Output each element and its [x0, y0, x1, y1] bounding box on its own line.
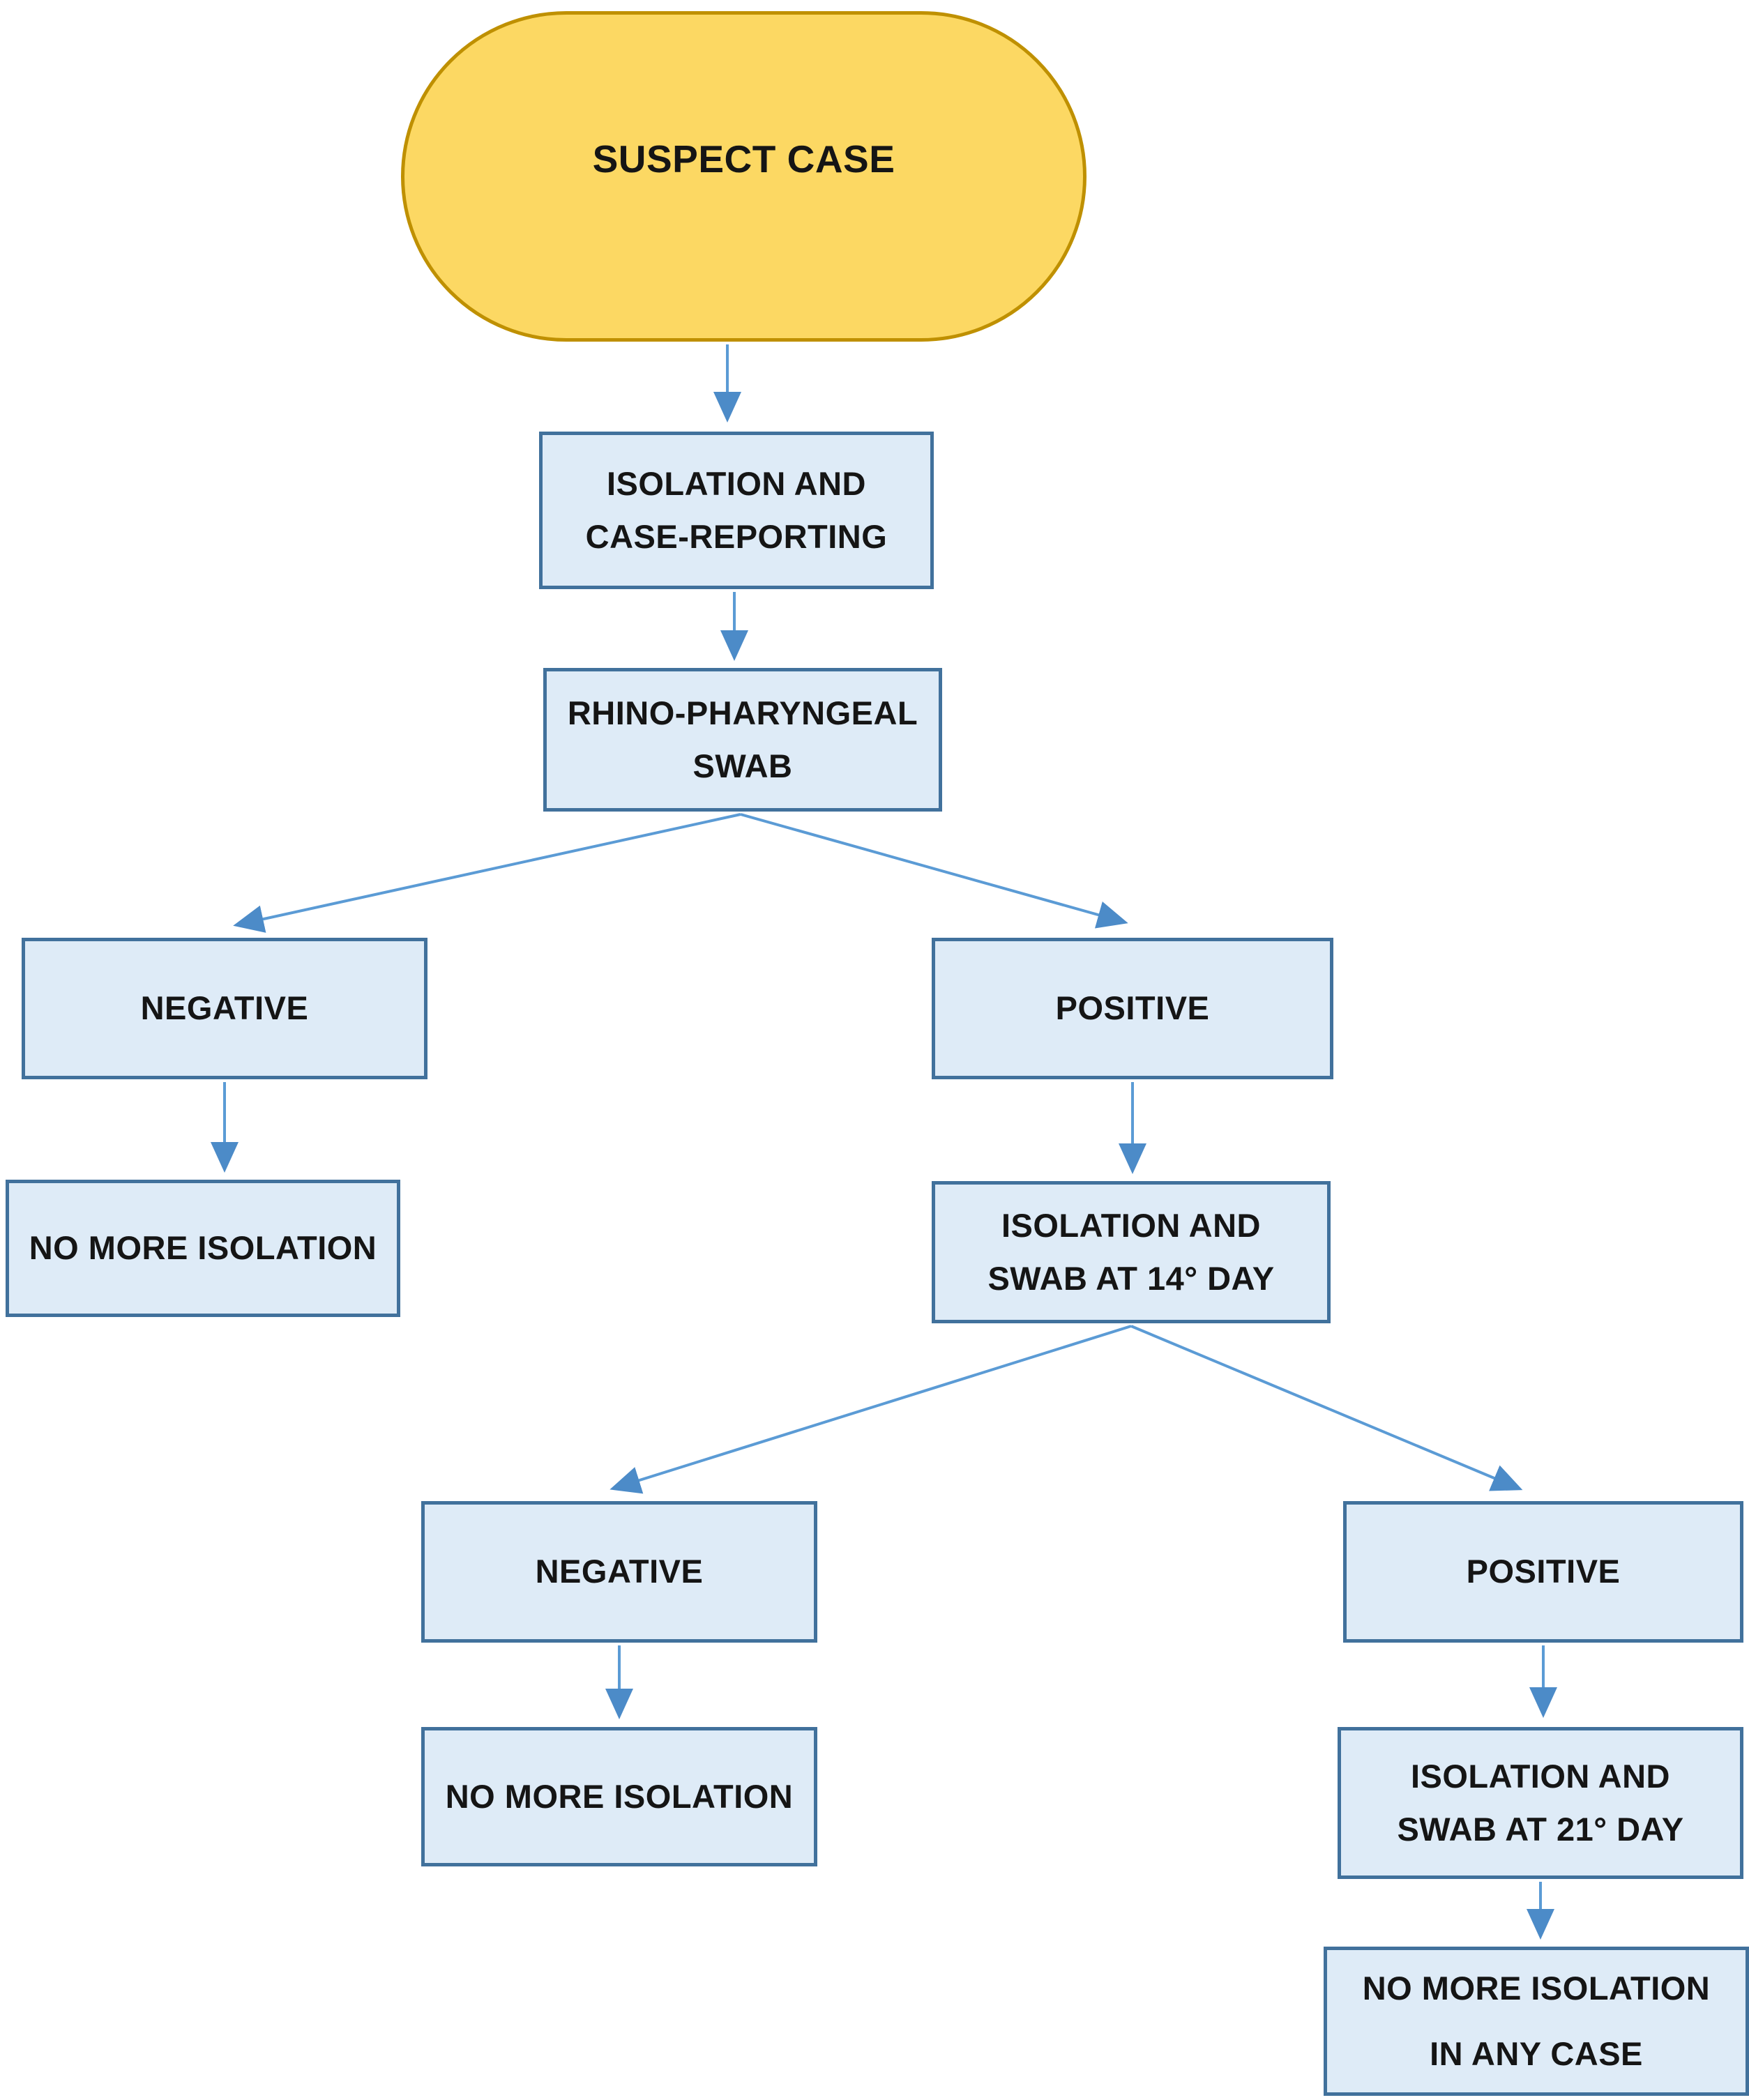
node-negative-second: NEGATIVE — [421, 1501, 817, 1643]
edge-swab-to-negative1 — [233, 813, 741, 933]
node-negative-first: NEGATIVE — [22, 938, 427, 1079]
node-isolation-and-case-reporting: ISOLATION AND CASE-REPORTING — [539, 432, 934, 589]
node-rhino-pharyngeal-swab: RHINO-PHARYNGEAL SWAB — [543, 668, 942, 812]
node-no-more-isolation-in-any-case: NO MORE ISOLATION IN ANY CASE — [1324, 1947, 1749, 2096]
node-isolation-and-swab-21-day: ISOLATION AND SWAB AT 21° DAY — [1338, 1727, 1743, 1879]
node-suspect-case: SUSPECT CASE — [401, 11, 1086, 342]
edge-swab14-to-negative2 — [610, 1325, 1132, 1494]
node-positive-second: POSITIVE — [1343, 1501, 1743, 1643]
node-positive-first: POSITIVE — [932, 938, 1333, 1079]
node-no-more-isolation-first: NO MORE ISOLATION — [6, 1180, 400, 1317]
node-no-more-isolation-second: NO MORE ISOLATION — [421, 1727, 817, 1866]
edge-swab14-to-positive2 — [1130, 1325, 1523, 1491]
edge-swab-to-positive1 — [740, 813, 1128, 929]
node-isolation-and-swab-14-day: ISOLATION AND SWAB AT 14° DAY — [932, 1181, 1331, 1323]
